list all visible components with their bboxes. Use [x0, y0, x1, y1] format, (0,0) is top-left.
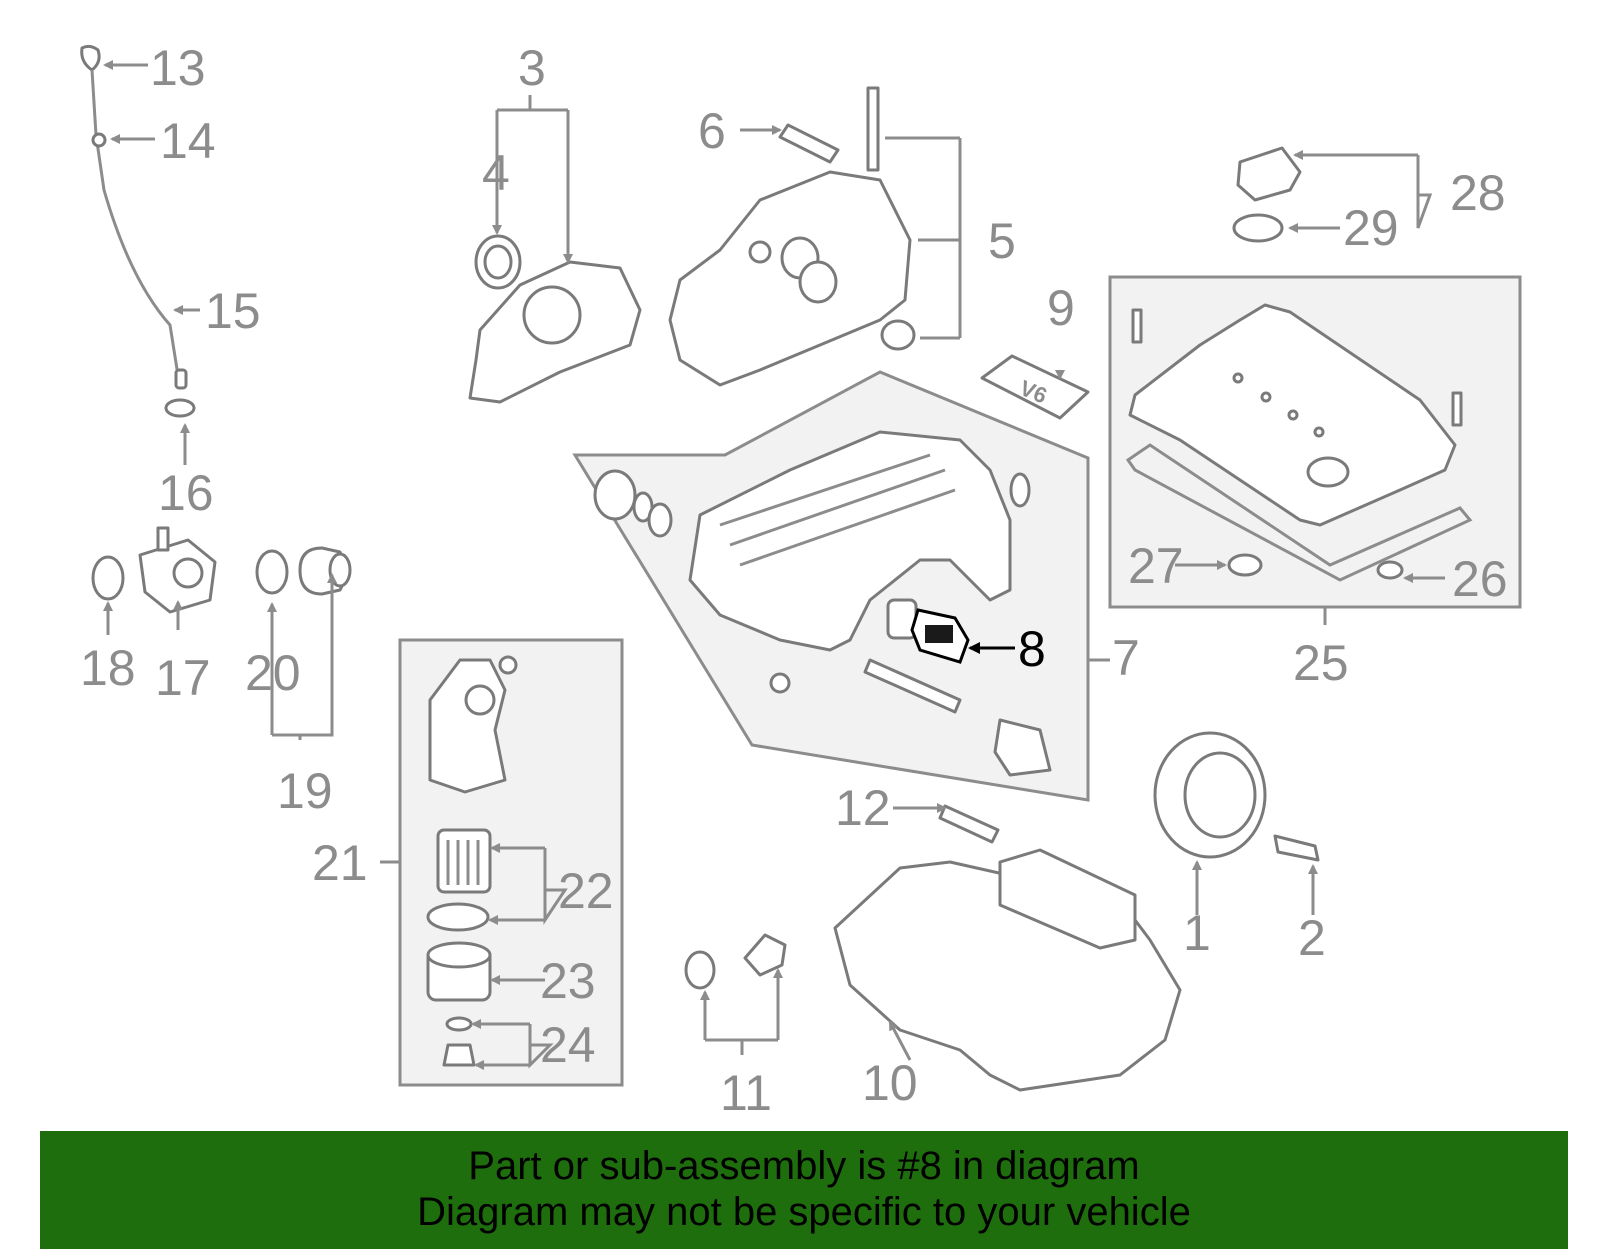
- callout-13: 13: [150, 40, 206, 96]
- oil-pan-part: [833, 848, 1182, 1092]
- callout-4: 4: [482, 145, 510, 201]
- seal-18-part: [91, 555, 125, 601]
- dipstick-seal-part: [164, 398, 196, 418]
- filter-seal-part: [426, 902, 490, 932]
- callout-26: 26: [1452, 551, 1508, 607]
- crank-pulley-part: [1153, 731, 1267, 859]
- callout-12: 12: [835, 780, 891, 836]
- callout-21: 21: [312, 835, 368, 891]
- timing-seal-part: [880, 319, 916, 351]
- seal-20-part: [255, 549, 289, 595]
- crank-seal-part: [474, 234, 522, 290]
- sensor-11-part: [743, 933, 787, 977]
- callout-7: 7: [1112, 630, 1140, 686]
- v6-emblem-part: V6: [980, 354, 1090, 420]
- callout-22: 22: [558, 863, 614, 919]
- oil-cooler-part: [138, 526, 217, 614]
- plug-19-part: [298, 546, 352, 596]
- dowel-6-part: [778, 123, 840, 164]
- rear-cover-part: [468, 260, 642, 404]
- oil-filler-cap-part: [1236, 146, 1302, 202]
- highlighted-part-8: [910, 608, 970, 664]
- callout-11: 11: [720, 1065, 772, 1121]
- callout-20: 20: [245, 645, 301, 701]
- dowel-12-part: [938, 804, 1000, 844]
- drain-seal-24-part: [445, 1016, 473, 1032]
- callout-28: 28: [1450, 165, 1506, 221]
- callout-15: 15: [205, 283, 261, 339]
- callout-17: 17: [155, 650, 211, 706]
- callout-14: 14: [160, 113, 216, 169]
- banner-line-disclaimer: Diagram may not be specific to your vehi…: [417, 1190, 1191, 1234]
- oil-filter-housing-part: [428, 655, 518, 794]
- pulley-bolt-part: [1273, 834, 1320, 862]
- washer-11-part: [684, 950, 716, 990]
- grommet-27-part: [1227, 553, 1263, 577]
- callout-18: 18: [80, 640, 136, 696]
- callout-23: 23: [540, 953, 596, 1009]
- callout-6: 6: [698, 103, 726, 159]
- callout-25: 25: [1293, 635, 1349, 691]
- drain-plug-24-part: [442, 1043, 476, 1067]
- callout-27: 27: [1128, 538, 1184, 594]
- callout-9: 9: [1047, 280, 1075, 336]
- callout-24: 24: [540, 1017, 596, 1073]
- filter-cap-part: [426, 941, 492, 1002]
- valve-cover-part: [1128, 303, 1463, 527]
- leader-lines: [103, 60, 1445, 1070]
- banner-line-part-number: Part or sub-assembly is #8 in diagram: [468, 1144, 1140, 1188]
- callout-16: 16: [158, 465, 214, 521]
- callout-labels: 1 2 3 4 5 6 7 8 9 10 11 12 13 14 15 16 1…: [80, 40, 1508, 1121]
- callout-3: 3: [518, 40, 546, 96]
- callout-29: 29: [1343, 200, 1399, 256]
- seal-26-part: [1376, 560, 1404, 580]
- callout-1: 1: [1183, 905, 1211, 961]
- callout-10: 10: [862, 1055, 918, 1111]
- callout-2: 2: [1298, 910, 1326, 966]
- timing-cover-part: [668, 86, 912, 387]
- exploded-parts-diagram: V6: [80, 40, 1522, 1121]
- oil-filter-element-part: [436, 828, 492, 894]
- info-banner: Part or sub-assembly is #8 in diagram Di…: [40, 1131, 1568, 1249]
- valve-cover-gasket-part: [1125, 443, 1473, 582]
- dipstick-part: [80, 44, 188, 390]
- oil-filler-cap-seal-part: [1232, 213, 1284, 243]
- intake-manifold-part: [593, 430, 1052, 777]
- callout-19: 19: [277, 763, 333, 819]
- callout-5: 5: [988, 213, 1016, 269]
- callout-8: 8: [1018, 621, 1046, 677]
